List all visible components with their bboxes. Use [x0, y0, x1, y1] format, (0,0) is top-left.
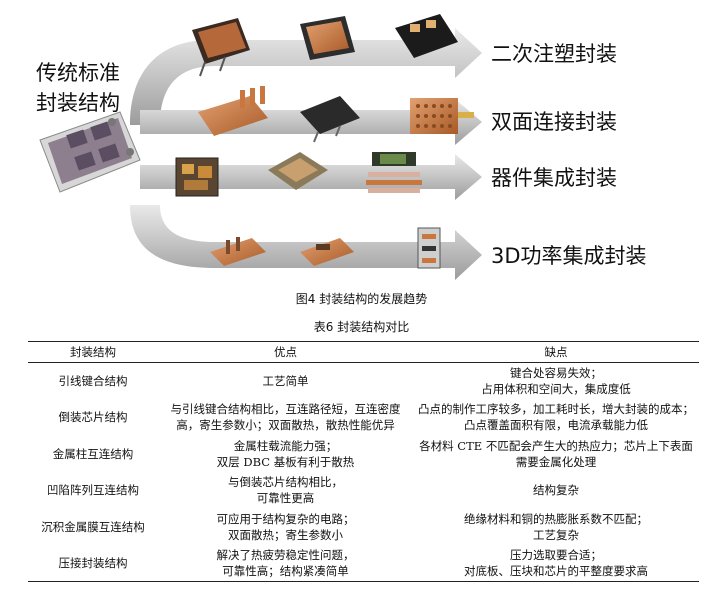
table-row: 倒装芯片结构 与引线键合结构相比，互连路径短，互连密度高，寄生参数小；双面散热，…	[28, 399, 699, 436]
cons-cell: 键合处容易失效； 占用体积和空间大，集成度低	[413, 363, 699, 400]
device-integration-images	[175, 152, 422, 197]
structure-cell: 压接封装结构	[28, 545, 158, 582]
table-row: 引线键合结构 工艺简单 键合处容易失效； 占用体积和空间大，集成度低	[28, 363, 699, 400]
pros-line: 工艺简单	[262, 374, 309, 388]
cons-line: 绝缘材料和铜的热膨胀系数不匹配；	[464, 511, 648, 526]
table-row: 凹陷阵列互连结构 与倒装芯片结构相比，可靠性更高 结构复杂	[28, 472, 699, 509]
table-caption: 表6 封装结构对比	[313, 320, 410, 334]
standard-package-label: 传统标准 封装结构	[36, 58, 136, 118]
cons-line: 结构复杂	[533, 483, 579, 498]
pros-cell: 可应用于结构复杂的电路；双面散热；寄生参数小	[158, 509, 413, 546]
cons-line: 对底板、压块和芯片的平整度要求高	[464, 564, 648, 578]
cons-line: 键合处容易失效；	[510, 366, 602, 380]
cons-line: 凸点的制作工序较多，加工耗时长，增大封装的成本；	[418, 402, 694, 417]
pros-line: 解决了热疲劳稳定性问题，	[216, 548, 355, 562]
header-pros: 优点	[158, 341, 413, 363]
pros-line: 金属柱载流能力强；	[233, 438, 338, 453]
route-label-device-integration: 器件集成封装	[491, 166, 617, 190]
cons-line: 需要金属化处理	[515, 454, 597, 469]
header-structure: 封装结构	[28, 341, 158, 363]
pros-line: 可靠性更高	[256, 491, 315, 506]
double-side-module-images	[198, 86, 474, 143]
pros-line: 可应用于结构复杂的电路；	[216, 511, 355, 526]
pros-line: 与倒装芯片结构相比，	[228, 475, 343, 490]
comparison-table: 封装结构 优点 缺点 引线键合结构 工艺简单 键合处容易失效； 占用体积和空间大，…	[28, 341, 699, 582]
header-cons: 缺点	[413, 341, 699, 363]
pros-line: 可靠性高；结构紧凑简单	[222, 564, 349, 578]
structure-cell: 沉积金属膜互连结构	[41, 519, 145, 534]
cons-line: 工艺复杂	[533, 527, 579, 542]
structure-cell: 金属柱互连结构	[52, 446, 134, 461]
standard-module-image	[39, 111, 141, 193]
table-row: 压接封装结构 解决了热疲劳稳定性问题， 可靠性高；结构紧凑简单 压力选取要合适； 对…	[28, 545, 699, 582]
cons-line: 各材料 CTE 不匹配会产生大的热应力；芯片上下表面	[419, 438, 693, 453]
overmold-module-images	[192, 14, 458, 77]
cons-cell: 压力选取要合适； 对底板、压块和芯片的平整度要求高	[413, 545, 699, 582]
structure-cell: 引线键合结构	[58, 374, 128, 388]
cons-line: 占用体积和空间大，集成度低	[481, 382, 631, 396]
cons-cell: 结构复杂	[413, 472, 699, 509]
route-label-3d-integration: 3D功率集成封装	[491, 244, 647, 268]
package-evolution-figure: 传统标准 封装结构 二次注塑封装 双面连接封装 器件集成封装 3D功率集成封装	[0, 0, 723, 290]
pros-line: 与引线键合结构相比，互连路径短，互连密度	[170, 402, 401, 417]
3d-integration-images	[210, 227, 441, 269]
route-label-double-side: 双面连接封装	[491, 110, 617, 134]
table-row: 金属柱互连结构 金属柱载流能力强；双层 DBC 基板有利于散热 各材料 CTE …	[28, 436, 699, 473]
pros-line: 双面散热；寄生参数小	[228, 527, 343, 542]
evolution-diagram	[39, 14, 482, 280]
route-label-overmold: 二次注塑封装	[491, 42, 617, 66]
pros-cell: 解决了热疲劳稳定性问题， 可靠性高；结构紧凑简单	[158, 545, 413, 582]
arrow-3d-integration	[130, 205, 482, 280]
pros-cell: 工艺简单	[158, 363, 413, 400]
standard-package-label-line1: 传统标准	[36, 61, 120, 85]
structure-cell: 倒装芯片结构	[58, 410, 128, 425]
standard-package-label-line2: 封装结构	[36, 91, 120, 115]
pros-cell: 与倒装芯片结构相比，可靠性更高	[158, 472, 413, 509]
pros-cell: 金属柱载流能力强；双层 DBC 基板有利于散热	[158, 436, 413, 473]
table-header-row: 封装结构 优点 缺点	[28, 341, 699, 363]
cons-line: 压力选取要合适；	[510, 548, 602, 562]
cons-cell: 绝缘材料和铜的热膨胀系数不匹配；工艺复杂	[413, 509, 699, 546]
cons-line: 凸点覆盖面积有限，电流承载能力低	[464, 418, 648, 433]
pros-line: 高，寄生参数小；双面散热，散热性能优异	[176, 418, 395, 433]
table-row: 沉积金属膜互连结构 可应用于结构复杂的电路；双面散热；寄生参数小 绝缘材料和铜的…	[28, 509, 699, 546]
cons-cell: 凸点的制作工序较多，加工耗时长，增大封装的成本；凸点覆盖面积有限，电流承载能力低	[413, 399, 699, 436]
structure-cell: 凹陷阵列互连结构	[47, 483, 139, 498]
pros-line: 双层 DBC 基板有利于散热	[216, 454, 355, 469]
figure-caption: 图4 封装结构的发展趋势	[295, 292, 428, 306]
cons-cell: 各材料 CTE 不匹配会产生大的热应力；芯片上下表面需要金属化处理	[413, 436, 699, 473]
pros-cell: 与引线键合结构相比，互连路径短，互连密度高，寄生参数小；双面散热，散热性能优异	[158, 399, 413, 436]
